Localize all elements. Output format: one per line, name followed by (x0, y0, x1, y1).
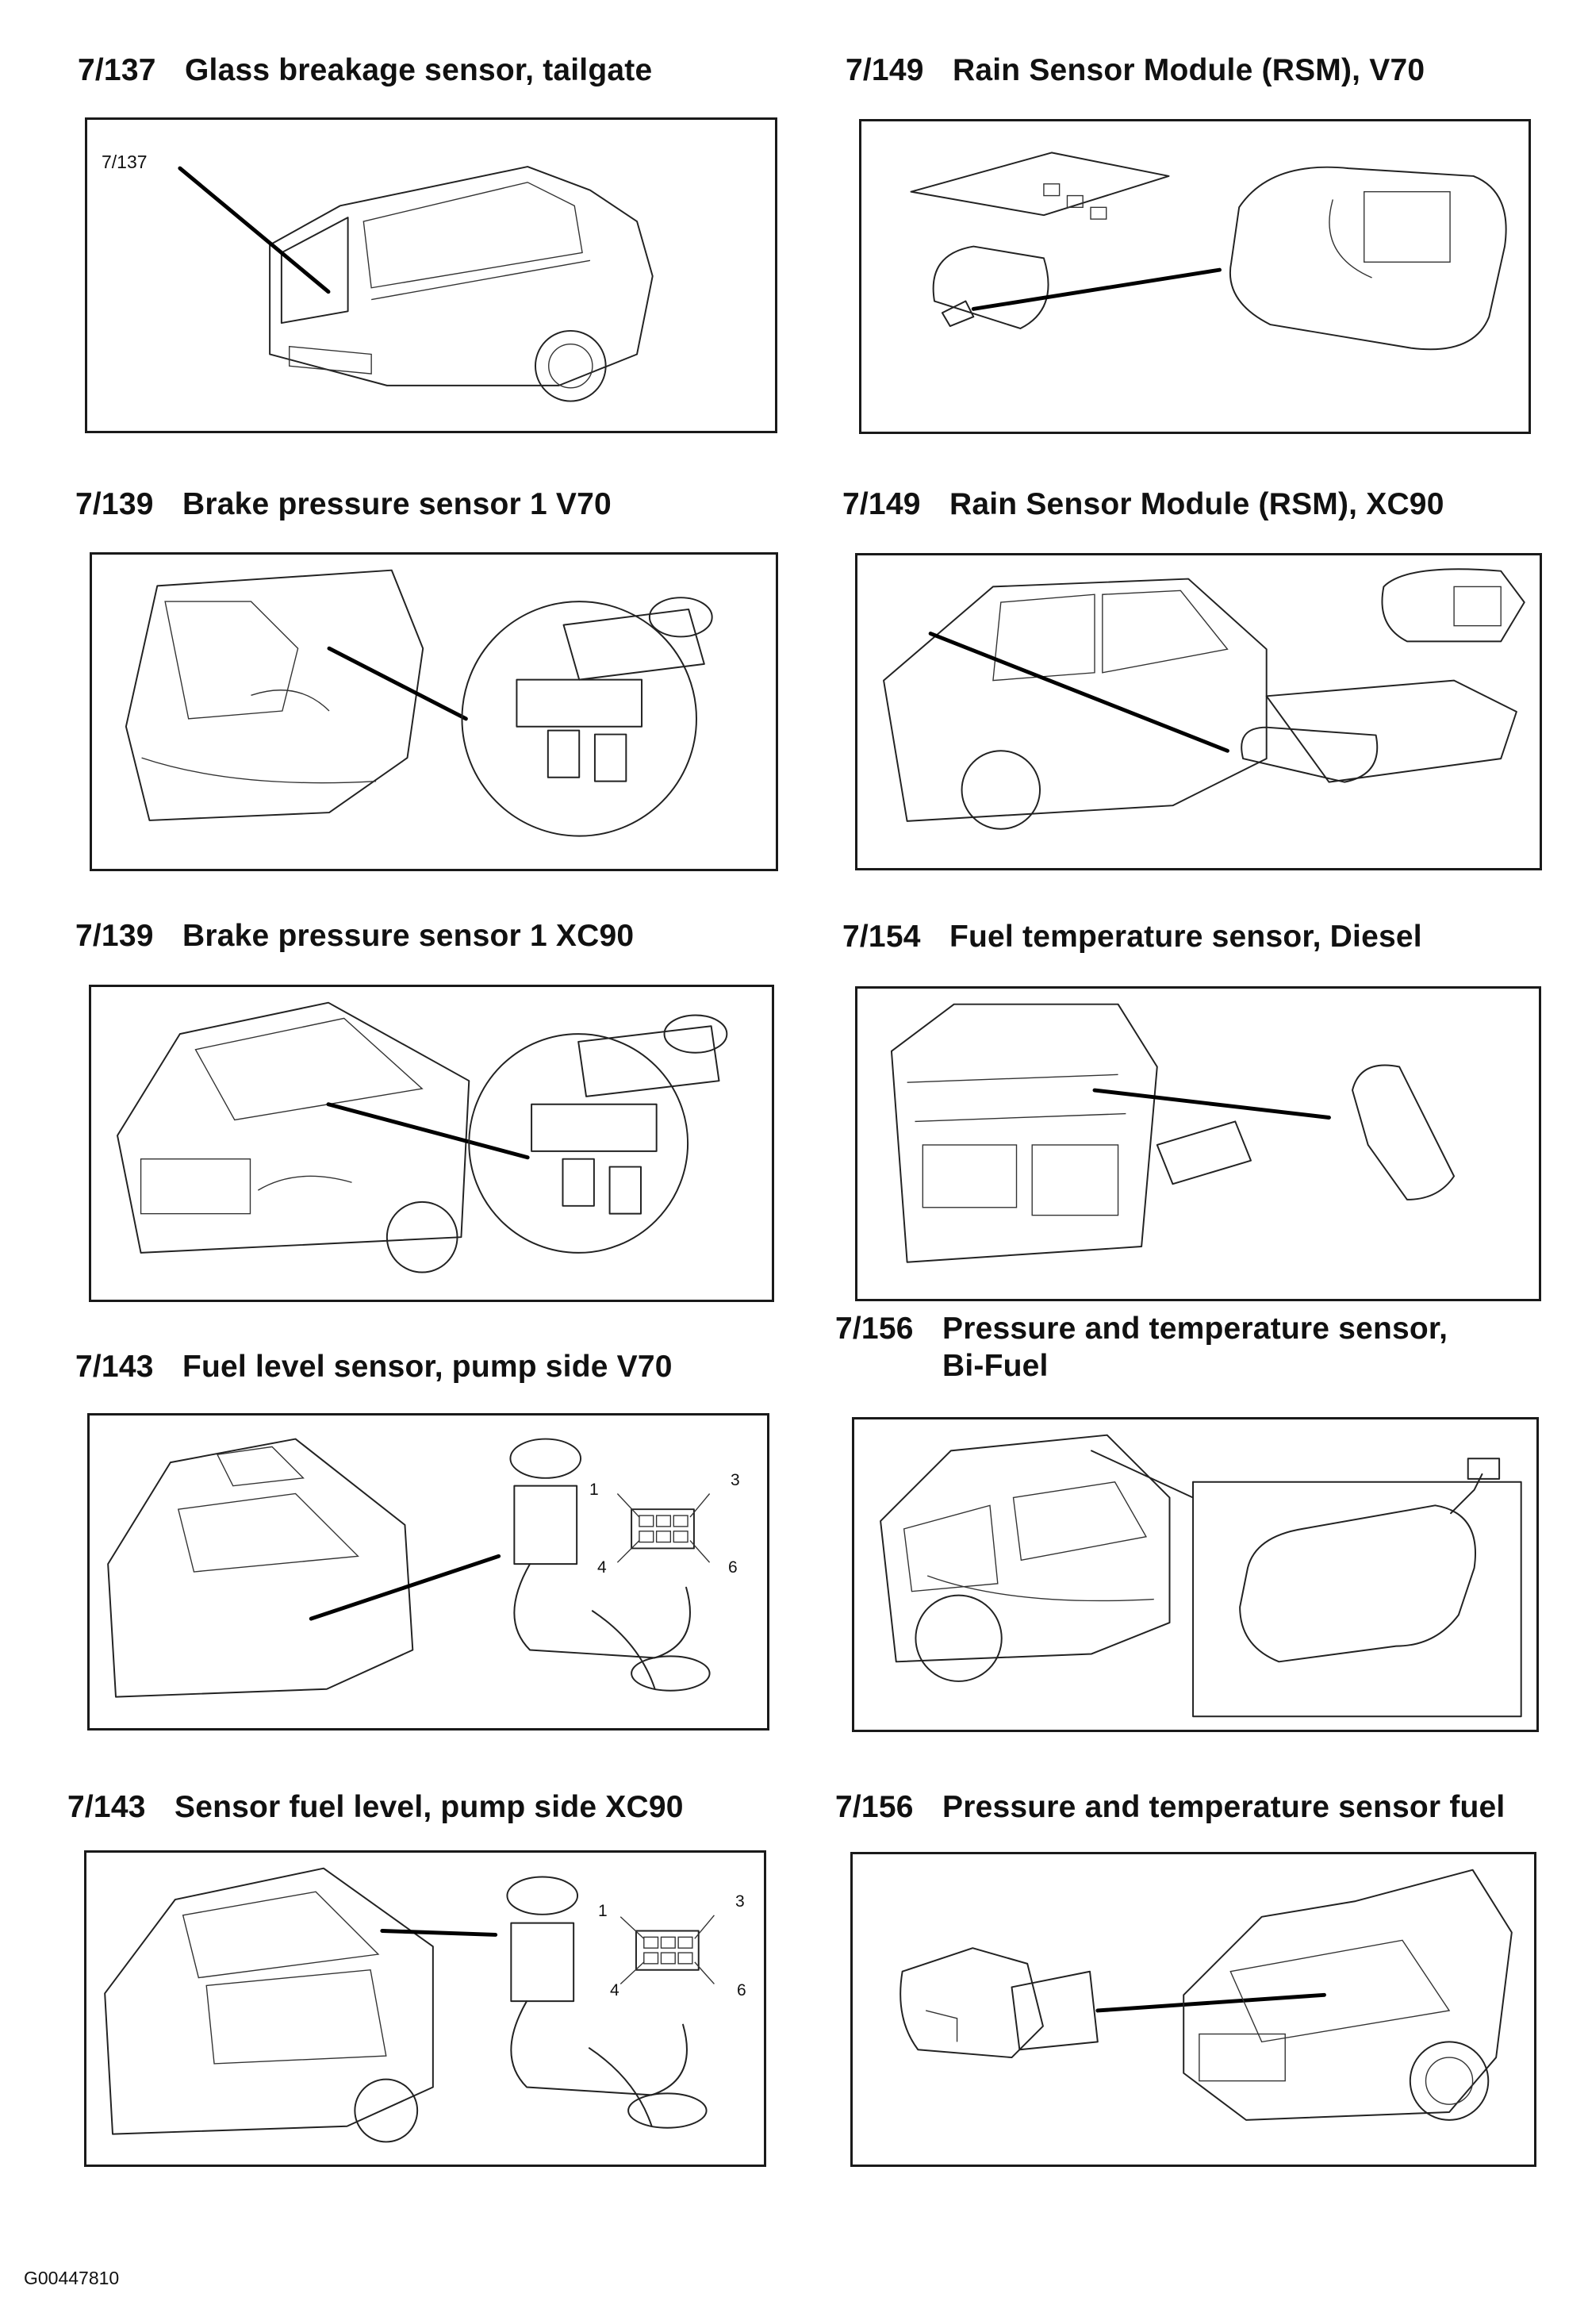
rsm-v70-drawing (910, 152, 1507, 351)
document-id: G00447810 (24, 2268, 120, 2288)
panel-title-brake-sensor-xc90: 7/139 Brake pressure sensor 1 XC90 (75, 918, 634, 955)
illustration-brake-pressure-sensor-v70 (90, 552, 778, 871)
illustration-rain-sensor-xc90 (855, 553, 1542, 870)
panel-title-rain-sensor-xc90: 7/149 Rain Sensor Module (RSM), XC90 (842, 486, 1444, 524)
wagon-rear-drawing (269, 166, 654, 402)
panel-code: 7/156 (835, 1312, 914, 1346)
panel-code: 7/156 (835, 1790, 914, 1824)
connector-pin-label: 1 (589, 1481, 599, 1499)
panel-label: Glass breakage sensor, tailgate (185, 53, 653, 87)
panel-label: Fuel level sensor, pump side V70 (182, 1350, 673, 1384)
panel-code: 7/137 (78, 53, 156, 87)
connector-pin-label: 1 (598, 1902, 608, 1920)
panel-code: 7/139 (75, 487, 154, 521)
connector-pin-label: 3 (735, 1892, 745, 1911)
pressure-temp-fuel-drawing (899, 1869, 1513, 2121)
panel-code: 7/149 (842, 487, 921, 521)
panel-title-brake-sensor-v70: 7/139 Brake pressure sensor 1 V70 (75, 486, 612, 524)
illustration-fuel-temperature-sensor-diesel (855, 986, 1541, 1301)
connector-pin-label: 6 (737, 1981, 746, 1999)
illustration-glass-breakage-sensor: 7/137 (85, 117, 777, 433)
panel-title-glass-breakage: 7/137 Glass breakage sensor, tailgate (78, 52, 652, 90)
panel-code: 7/149 (846, 53, 924, 87)
panel-title-fuel-level-xc90: 7/143 Sensor fuel level, pump side XC90 (67, 1789, 684, 1827)
brake-v70-drawing (125, 569, 713, 837)
panel-label: Sensor fuel level, pump side XC90 (175, 1790, 684, 1824)
illustration-rain-sensor-v70 (859, 119, 1531, 434)
connector-pin-label: 6 (728, 1558, 738, 1577)
illustration-brake-pressure-sensor-xc90 (89, 985, 774, 1302)
panel-code: 7/143 (67, 1790, 146, 1824)
panel-label: Rain Sensor Module (RSM), V70 (953, 53, 1425, 87)
panel-code: 7/143 (75, 1350, 154, 1384)
bifuel-drawing (880, 1434, 1522, 1718)
connector-pin-label: 3 (731, 1471, 740, 1489)
panel-label: Rain Sensor Module (RSM), XC90 (949, 487, 1444, 521)
panel-label: Brake pressure sensor 1 V70 (182, 487, 612, 521)
callout-leader-line (178, 166, 331, 294)
panel-label-line2: Bi-Fuel (942, 1348, 1049, 1383)
illustration-pressure-temp-sensor-bifuel (852, 1417, 1539, 1732)
illustration-pressure-temp-sensor-fuel (850, 1852, 1536, 2167)
connector-pin-label: 4 (597, 1558, 607, 1577)
fuel-level-v70-drawing (107, 1438, 711, 1698)
rsm-xc90-drawing (883, 568, 1525, 830)
illustration-fuel-level-sensor-v70: 1 3 4 6 (87, 1413, 769, 1731)
panel-code: 7/154 (842, 920, 921, 954)
illustration-fuel-level-sensor-xc90: 1 3 4 6 (84, 1850, 766, 2167)
panel-title-fuel-level-v70: 7/143 Fuel level sensor, pump side V70 (75, 1349, 673, 1386)
panel-label: Pressure and temperature sensor fuel (942, 1790, 1506, 1824)
panel-label: Brake pressure sensor 1 XC90 (182, 919, 635, 953)
panel-title-pressure-temp-fuel: 7/156 Pressure and temperature sensor fue… (835, 1789, 1505, 1827)
panel-title-rain-sensor-v70: 7/149 Rain Sensor Module (RSM), V70 (846, 52, 1425, 90)
callout-label: 7/137 (102, 152, 148, 172)
panel-label: Pressure and temperature sensor, (942, 1312, 1448, 1346)
diesel-engine-drawing (890, 1003, 1456, 1263)
brake-xc90-drawing (117, 1001, 728, 1273)
panel-code: 7/139 (75, 919, 154, 953)
connector-pin-label: 4 (610, 1981, 619, 1999)
fuel-level-xc90-drawing (104, 1867, 715, 2143)
panel-title-fuel-temp-diesel: 7/154 Fuel temperature sensor, Diesel (842, 919, 1422, 956)
panel-title-pressure-temp-bifuel: 7/156 Pressure and temperature sensor, Bi… (835, 1311, 1448, 1385)
panel-label: Fuel temperature sensor, Diesel (949, 920, 1422, 954)
